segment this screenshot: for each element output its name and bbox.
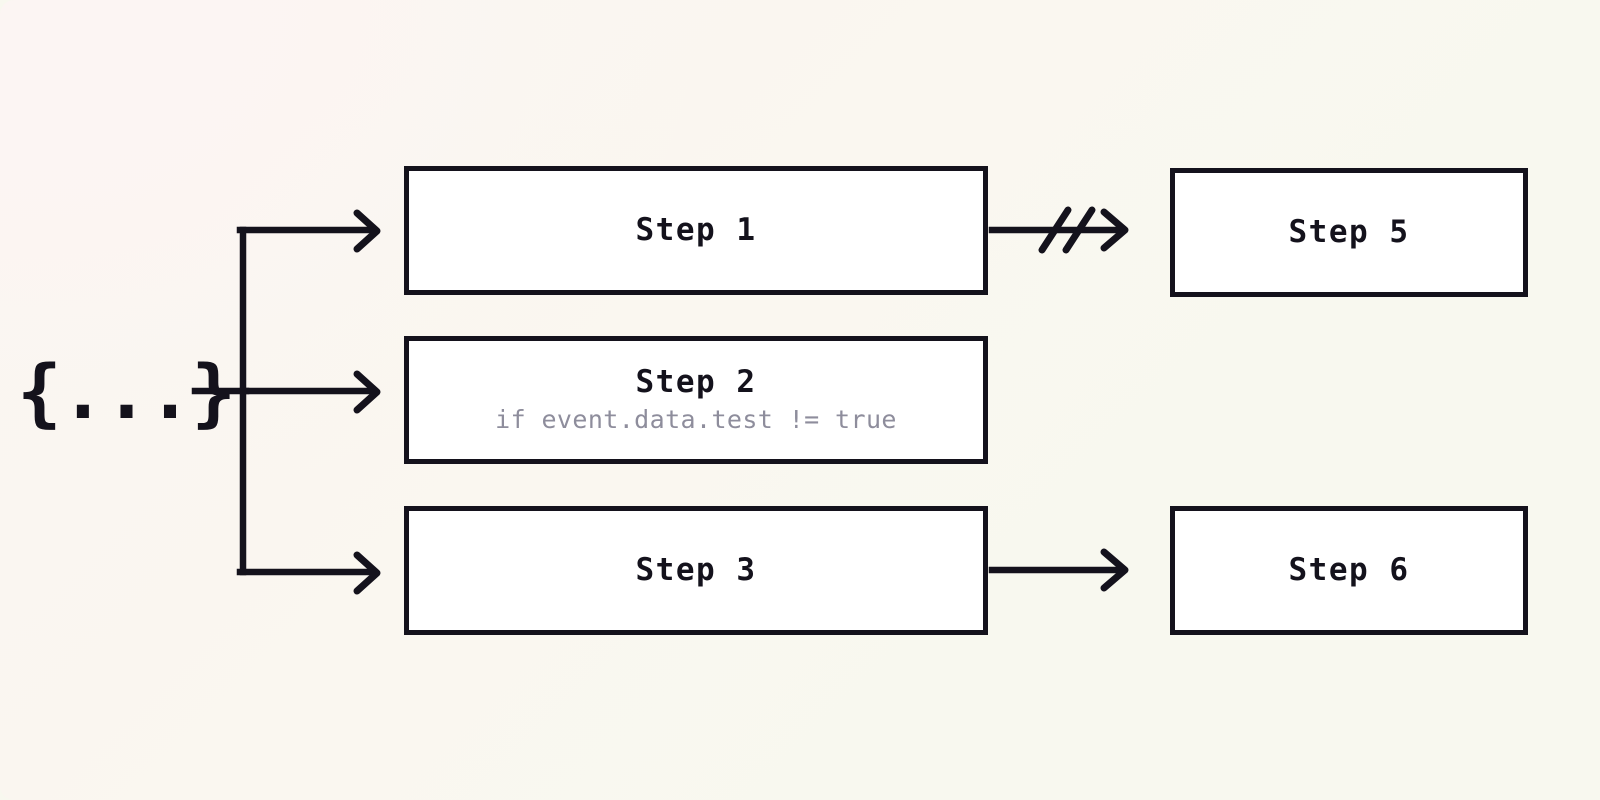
edge-step1-to-step5 [988, 206, 1129, 254]
edge-payload-to-step2 [239, 370, 381, 414]
event-payload-glyph: {...} [17, 350, 236, 436]
node-step5-title: Step 5 [1288, 213, 1410, 250]
edge-payload-to-step3 [236, 551, 381, 595]
node-step6-title: Step 6 [1288, 551, 1410, 588]
node-step5[interactable]: Step 5 [1170, 168, 1528, 297]
node-step3[interactable]: Step 3 [404, 506, 988, 635]
node-step2-condition: if event.data.test != true [495, 405, 897, 435]
node-step2-title: Step 2 [635, 363, 757, 400]
edge-step3-to-step6 [988, 548, 1129, 592]
node-step1-title: Step 1 [635, 211, 757, 248]
node-step2[interactable]: Step 2 if event.data.test != true [404, 336, 988, 464]
edge-payload-to-step1 [236, 209, 381, 253]
node-step1[interactable]: Step 1 [404, 166, 988, 295]
node-step3-title: Step 3 [635, 551, 757, 588]
node-step6[interactable]: Step 6 [1170, 506, 1528, 635]
